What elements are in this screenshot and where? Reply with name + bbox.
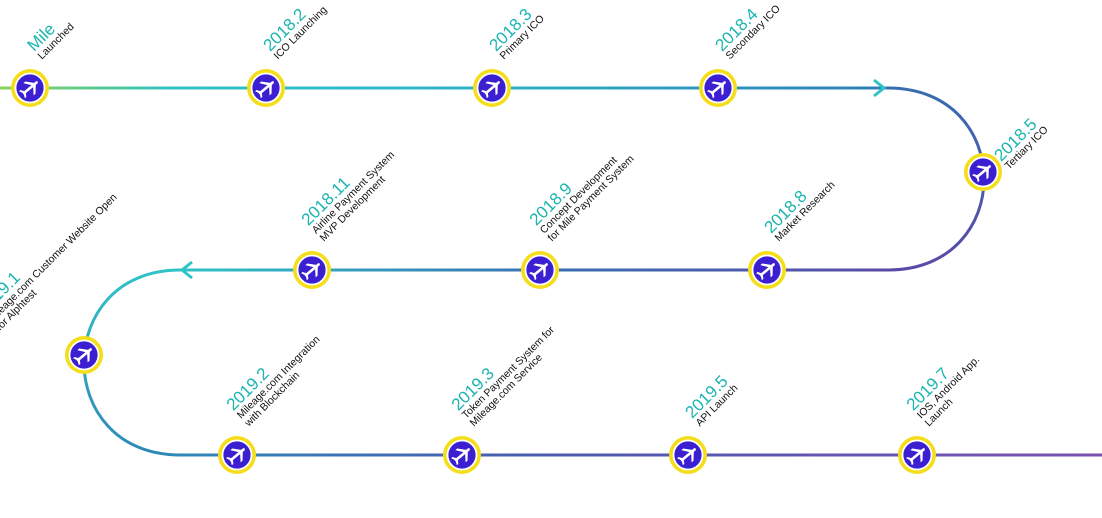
airplane-icon bbox=[226, 448, 245, 466]
milestone-node bbox=[473, 69, 511, 107]
airplane-icon bbox=[756, 263, 775, 281]
airplane-icon bbox=[481, 81, 500, 99]
airplane-icon bbox=[73, 348, 92, 366]
airplane-icon bbox=[255, 81, 274, 99]
chevron-arrow-icon bbox=[873, 78, 886, 98]
milestone-nodes bbox=[11, 69, 1002, 474]
airplane-icon bbox=[301, 263, 320, 281]
milestone-node bbox=[898, 436, 936, 474]
airplane-icon bbox=[19, 81, 38, 99]
milestone-node bbox=[247, 69, 285, 107]
milestone-node bbox=[11, 69, 49, 107]
milestone-node bbox=[521, 251, 559, 289]
milestone-node bbox=[699, 69, 737, 107]
airplane-icon bbox=[677, 448, 696, 466]
milestone-node bbox=[748, 251, 786, 289]
milestone-node bbox=[443, 436, 481, 474]
milestone-node bbox=[964, 153, 1002, 191]
milestone-node bbox=[293, 251, 331, 289]
airplane-icon bbox=[529, 263, 548, 281]
airplane-icon bbox=[451, 448, 470, 466]
airplane-icon bbox=[972, 165, 991, 183]
airplane-icon bbox=[707, 81, 726, 99]
milestone-node bbox=[218, 436, 256, 474]
airplane-icon bbox=[906, 448, 925, 466]
chevron-arrow-icon bbox=[180, 260, 193, 280]
milestone-node bbox=[669, 436, 707, 474]
milestone-node bbox=[65, 336, 103, 374]
